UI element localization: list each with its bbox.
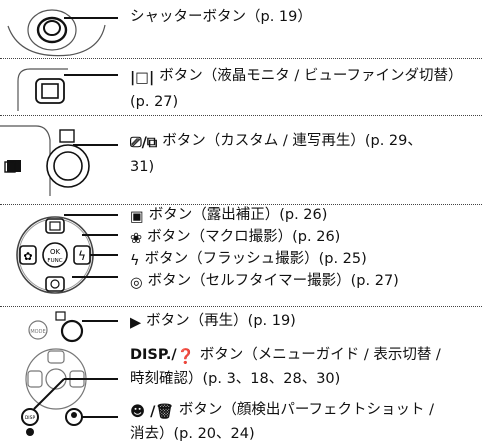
playback-button[interactable]: [60, 319, 84, 343]
shutter-button-icon[interactable]: [36, 16, 68, 44]
face-detect-icon: ☻: [130, 404, 146, 420]
divider: [0, 204, 482, 205]
help-icon: ❓: [176, 349, 195, 365]
ok-func-button[interactable]: OK FUNC: [42, 242, 68, 268]
macro-button[interactable]: ✿: [19, 245, 37, 265]
face-detect-button[interactable]: [65, 408, 83, 426]
svg-text:MODE: MODE: [30, 329, 45, 335]
exposure-compensation-label: ▣ボタン（露出補正）(p. 26): [130, 202, 327, 230]
dial-illustration: ✿ ϟ OK FUNC: [16, 214, 118, 294]
continuous-icon: [4, 160, 21, 173]
self-timer-icon: ◎: [130, 275, 143, 291]
divider: [0, 58, 482, 59]
shutter-section: シャッターボタン（p. 19）: [0, 0, 482, 58]
rear-buttons-section: MODE DISP ▶ボタン（再生）(p. 19) DISP./❓ボタン（メニュ…: [0, 307, 482, 448]
svg-text:DISP: DISP: [25, 415, 36, 421]
display-button-icon[interactable]: [35, 78, 65, 104]
display-page-ref: (p. 27): [130, 94, 179, 110]
macro-label: ❀ボタン（マクロ撮影）(p. 26): [130, 224, 340, 252]
divider: [0, 115, 482, 116]
exposure-compensation-icon: ▣: [130, 209, 144, 225]
rear-buttons-illustration: MODE DISP: [21, 311, 118, 436]
custom-continuous-icon: ⎚/⧉: [130, 135, 158, 151]
shutter-button-label: シャッターボタン（p. 19）: [130, 9, 312, 25]
disp-label: DISP./❓ボタン（メニューガイド / 表示切替 /: [130, 342, 441, 370]
display-section: |□|ボタン（液晶モニタ / ビューファインダ切替） (p. 27): [0, 59, 482, 115]
trash-icon: /🗑: [150, 404, 174, 420]
display-illustration: [17, 68, 118, 111]
custom-section: ⎚/⧉ボタン（カスタム / 連写再生）(p. 29、 31): [0, 116, 482, 196]
dial-section: ✿ ϟ OK FUNC ▣ボタン（露出補正）(p. 26) ❀ボタン（マクロ撮影…: [0, 205, 482, 305]
custom-page-ref: 31): [130, 159, 155, 175]
playback-label: ▶ボタン（再生）(p. 19): [130, 308, 296, 336]
flash-button[interactable]: ϟ: [73, 245, 91, 265]
custom-illustration: [0, 125, 118, 196]
display-button-label: |□|ボタン（液晶モニタ / ビューファインダ切替）: [130, 63, 463, 91]
face-delete-label: ☻/🗑ボタン（顔検出パーフェクトショット /: [130, 397, 434, 425]
svg-text:✿: ✿: [23, 250, 32, 263]
flash-icon: ϟ: [130, 253, 140, 269]
shutter-illustration: [7, 9, 118, 57]
custom-button-icon[interactable]: [46, 144, 90, 188]
custom-button-label: ⎚/⧉ボタン（カスタム / 連写再生）(p. 29、: [130, 128, 422, 156]
func-label: FUNC: [47, 258, 62, 264]
mode-button[interactable]: MODE: [28, 320, 48, 340]
display-icon: |□|: [130, 70, 155, 86]
self-timer-label: ◎ボタン（セルフタイマー撮影）(p. 27): [130, 268, 399, 296]
exposure-button[interactable]: [45, 218, 65, 234]
playback-icon: ▶: [130, 315, 142, 331]
svg-text:ϟ: ϟ: [78, 249, 86, 263]
ok-label: OK: [50, 248, 61, 256]
disp-button[interactable]: DISP: [21, 408, 39, 436]
macro-icon: ❀: [130, 231, 143, 247]
divider: [0, 306, 482, 307]
self-timer-button[interactable]: [45, 276, 65, 292]
face-page-ref: 消去）(p. 20、24): [130, 426, 255, 442]
disp-page-ref: 時刻確認）(p. 3、18、28、30): [130, 371, 341, 387]
